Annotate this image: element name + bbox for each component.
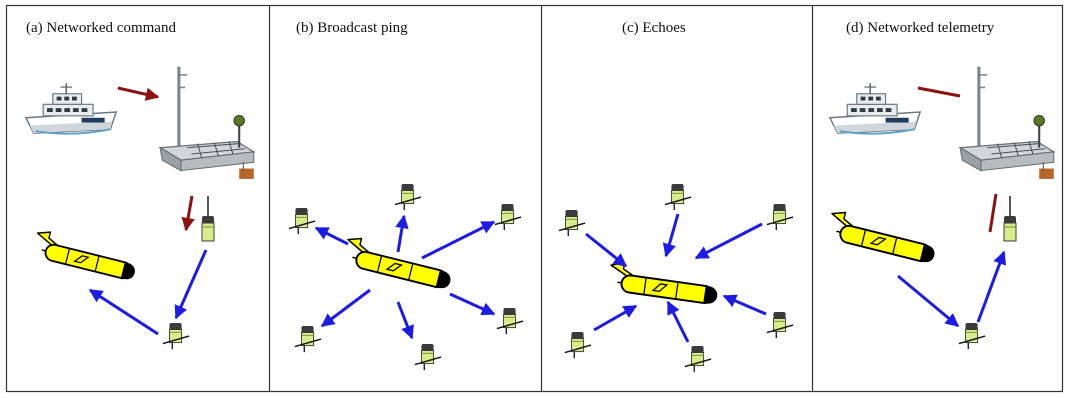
float-icon [201,195,215,242]
acoustic-link-arrow [897,274,960,328]
acoustic-link-arrow [88,288,159,336]
ship-icon [24,82,118,135]
radio-link-line [917,86,961,98]
acoustic-link-arrow [395,214,409,253]
acoustic-link-arrow [421,220,496,260]
transponder-icon [766,311,794,339]
transponder-icon [496,307,524,335]
transponder-icon [958,322,986,350]
acoustic-link-arrow [449,292,496,316]
acoustic-link-arrow [320,288,371,328]
panel-a-title: (a) Networked command [26,20,176,36]
buoy-icon [158,65,256,181]
transponder-icon [414,343,442,371]
transponder-icon [394,183,422,211]
transponder-icon [558,209,586,237]
panel-d-title: (d) Networked telemetry [846,20,995,36]
transponder-icon [766,203,794,231]
transponder-icon [494,203,522,231]
panel-d: (d) Networked telemetry [825,20,1056,350]
acoustic-link-arrow [694,222,763,260]
panel-c-title: (c) Echoes [622,20,686,36]
ship-icon [828,82,922,135]
panel-b: (b) Broadcast ping [288,20,524,371]
acoustic-link-arrow [585,232,628,268]
panel-a: (a) Networked command [24,20,256,350]
radio-link-arrow [181,195,195,232]
acoustic-link-arrow [396,301,414,340]
auv-icon [606,259,722,306]
figure-border [5,4,1064,393]
acoustic-link-arrow [174,249,208,320]
auv-icon [825,208,941,265]
radio-link-line [988,193,998,233]
transponder-icon [162,322,190,350]
acoustic-link-arrow [593,304,638,332]
buoy-icon [958,65,1056,181]
panel-c: (c) Echoes [558,20,794,373]
transponder-icon [564,331,592,359]
panel-b-title: (b) Broadcast ping [296,20,408,36]
transponder-icon [294,325,322,353]
acoustic-link-arrow [976,250,1007,323]
transponder-icon [288,207,316,235]
float-icon [1003,195,1017,242]
transponder-icon [684,345,712,373]
acoustic-link-arrow [314,226,349,246]
acoustic-link-arrow [666,300,690,343]
transponder-icon [664,183,692,211]
acoustic-link-arrow [722,294,767,316]
acoustic-link-arrow [662,213,680,258]
auv-icon [30,228,141,282]
radio-link-arrow [117,86,160,101]
